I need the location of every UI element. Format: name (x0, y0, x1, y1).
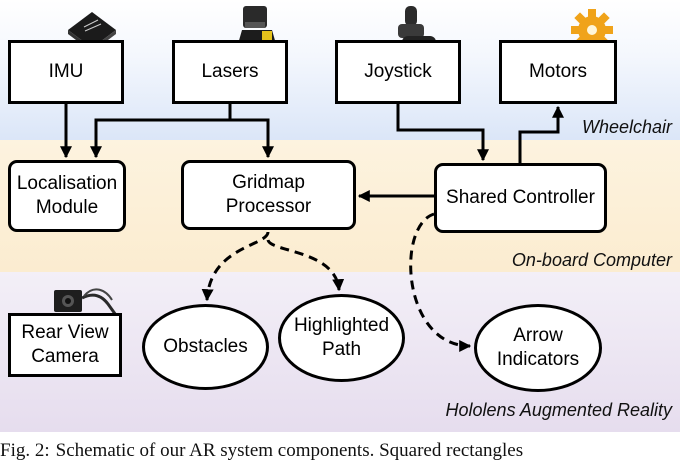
arrow-lasers-to-gridmap (230, 118, 274, 159)
gridmap-label-line2: Processor (225, 196, 312, 217)
localisation-label-line1: Localisation (16, 173, 118, 194)
imu-node: IMU (8, 40, 124, 104)
joystick-node: Joystick (335, 40, 461, 104)
dashed-arrow-controller-to-indicators (409, 212, 472, 352)
camera-icon (54, 288, 120, 319)
rear-view-camera-node: Rear View Camera (8, 313, 122, 377)
gridmap-label-line1: Gridmap (232, 172, 305, 193)
localisation-module-node: Localisation Module (8, 160, 126, 232)
imu-label: IMU (48, 61, 84, 82)
rear-camera-label-line1: Rear View (21, 322, 109, 343)
gridmap-processor-node: Gridmap Processor (181, 160, 356, 230)
figure-caption: Fig. 2:Schematic of our AR system compon… (0, 440, 523, 462)
arrow-lasers-to-localisation (90, 104, 232, 159)
arrow-joystick-to-controller (396, 104, 489, 162)
onboard-computer-region-label: On-board Computer (511, 250, 672, 270)
lasers-label: Lasers (201, 61, 259, 82)
obstacles-label: Obstacles (163, 336, 248, 357)
caption-prefix: Fig. 2: (0, 440, 50, 461)
wheelchair-region-label: Wheelchair (581, 117, 672, 137)
highlighted-path-label-line2: Path (321, 339, 362, 360)
rear-camera-label-line2: Camera (31, 346, 99, 367)
shared-controller-node: Shared Controller (434, 163, 607, 233)
shared-controller-label: Shared Controller (446, 187, 595, 208)
hololens-region-label: Hololens Augmented Reality (445, 400, 672, 420)
highlighted-path-node: Highlighted Path (278, 294, 405, 382)
dashed-arrow-gridmap-to-obstacles (201, 231, 270, 302)
lasers-node: Lasers (172, 40, 288, 104)
highlighted-path-label-line1: Highlighted (293, 315, 390, 336)
caption-text: Schematic of our AR system components. S… (55, 440, 524, 461)
arrow-controller-to-motors (518, 105, 564, 163)
joystick-label: Joystick (364, 61, 432, 82)
laser-scanner-icon (238, 6, 276, 44)
arrow-indicators-label-line2: Indicators (496, 349, 580, 370)
motors-node: Motors (499, 40, 617, 104)
localisation-label-line2: Module (35, 197, 99, 218)
motors-label: Motors (528, 61, 588, 82)
arrow-indicators-label-line1: Arrow (513, 325, 563, 346)
dashed-arrow-gridmap-to-path (266, 239, 345, 292)
obstacles-node: Obstacles (142, 304, 269, 390)
arrow-indicators-node: Arrow Indicators (474, 304, 602, 392)
